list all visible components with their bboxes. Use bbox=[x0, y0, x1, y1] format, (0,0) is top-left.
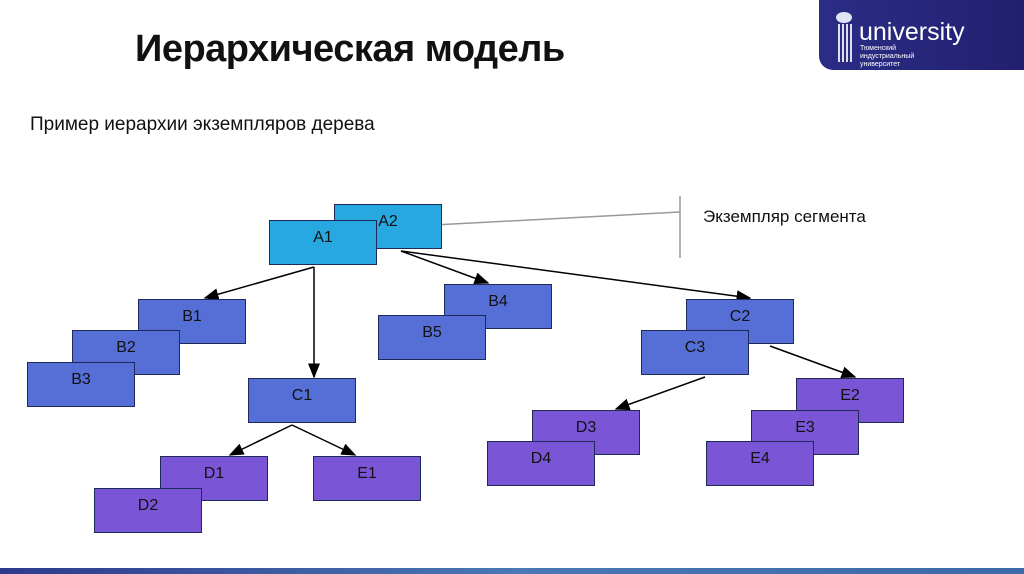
node-c1: C1 bbox=[248, 378, 356, 423]
bottom-bar bbox=[0, 568, 1024, 574]
node-b5: B5 bbox=[378, 315, 486, 360]
subtitle: Пример иерархии экземпляров дерева bbox=[30, 114, 375, 135]
arrow-c2-e2 bbox=[769, 345, 857, 379]
arrow-c1-d1 bbox=[228, 424, 293, 456]
logo-subtitle: Тюменский индустриальный университет bbox=[860, 45, 914, 69]
callout-label: Экземпляр сегмента bbox=[703, 207, 866, 226]
arrow-c3-d3 bbox=[614, 376, 706, 411]
node-b4: B4 bbox=[444, 284, 552, 329]
node-d4: D4 bbox=[487, 441, 595, 486]
logo-sub-line: университет bbox=[860, 61, 901, 68]
callout-line bbox=[414, 211, 681, 227]
university-logo: university Тюменский индустриальный унив… bbox=[819, 0, 1024, 70]
page-title: Иерархическая модель bbox=[135, 28, 565, 70]
arrow-a2-c2 bbox=[400, 250, 752, 303]
arrow-c1-e1 bbox=[291, 424, 357, 456]
arrow-a2-b4 bbox=[400, 250, 490, 284]
node-c3: C3 bbox=[641, 330, 749, 375]
logo-sub-line: Тюменский bbox=[860, 45, 897, 52]
globe-icon bbox=[836, 12, 852, 23]
logo-sub-line: индустриальный bbox=[860, 53, 915, 60]
node-a1: A1 bbox=[269, 220, 377, 265]
node-d2: D2 bbox=[94, 488, 202, 533]
node-b3: B3 bbox=[27, 362, 135, 407]
logo-word: university bbox=[859, 18, 965, 46]
arrow-a1-b1 bbox=[203, 266, 315, 301]
logo-bars bbox=[838, 24, 852, 62]
node-e1: E1 bbox=[313, 456, 421, 501]
node-e4: E4 bbox=[706, 441, 814, 486]
